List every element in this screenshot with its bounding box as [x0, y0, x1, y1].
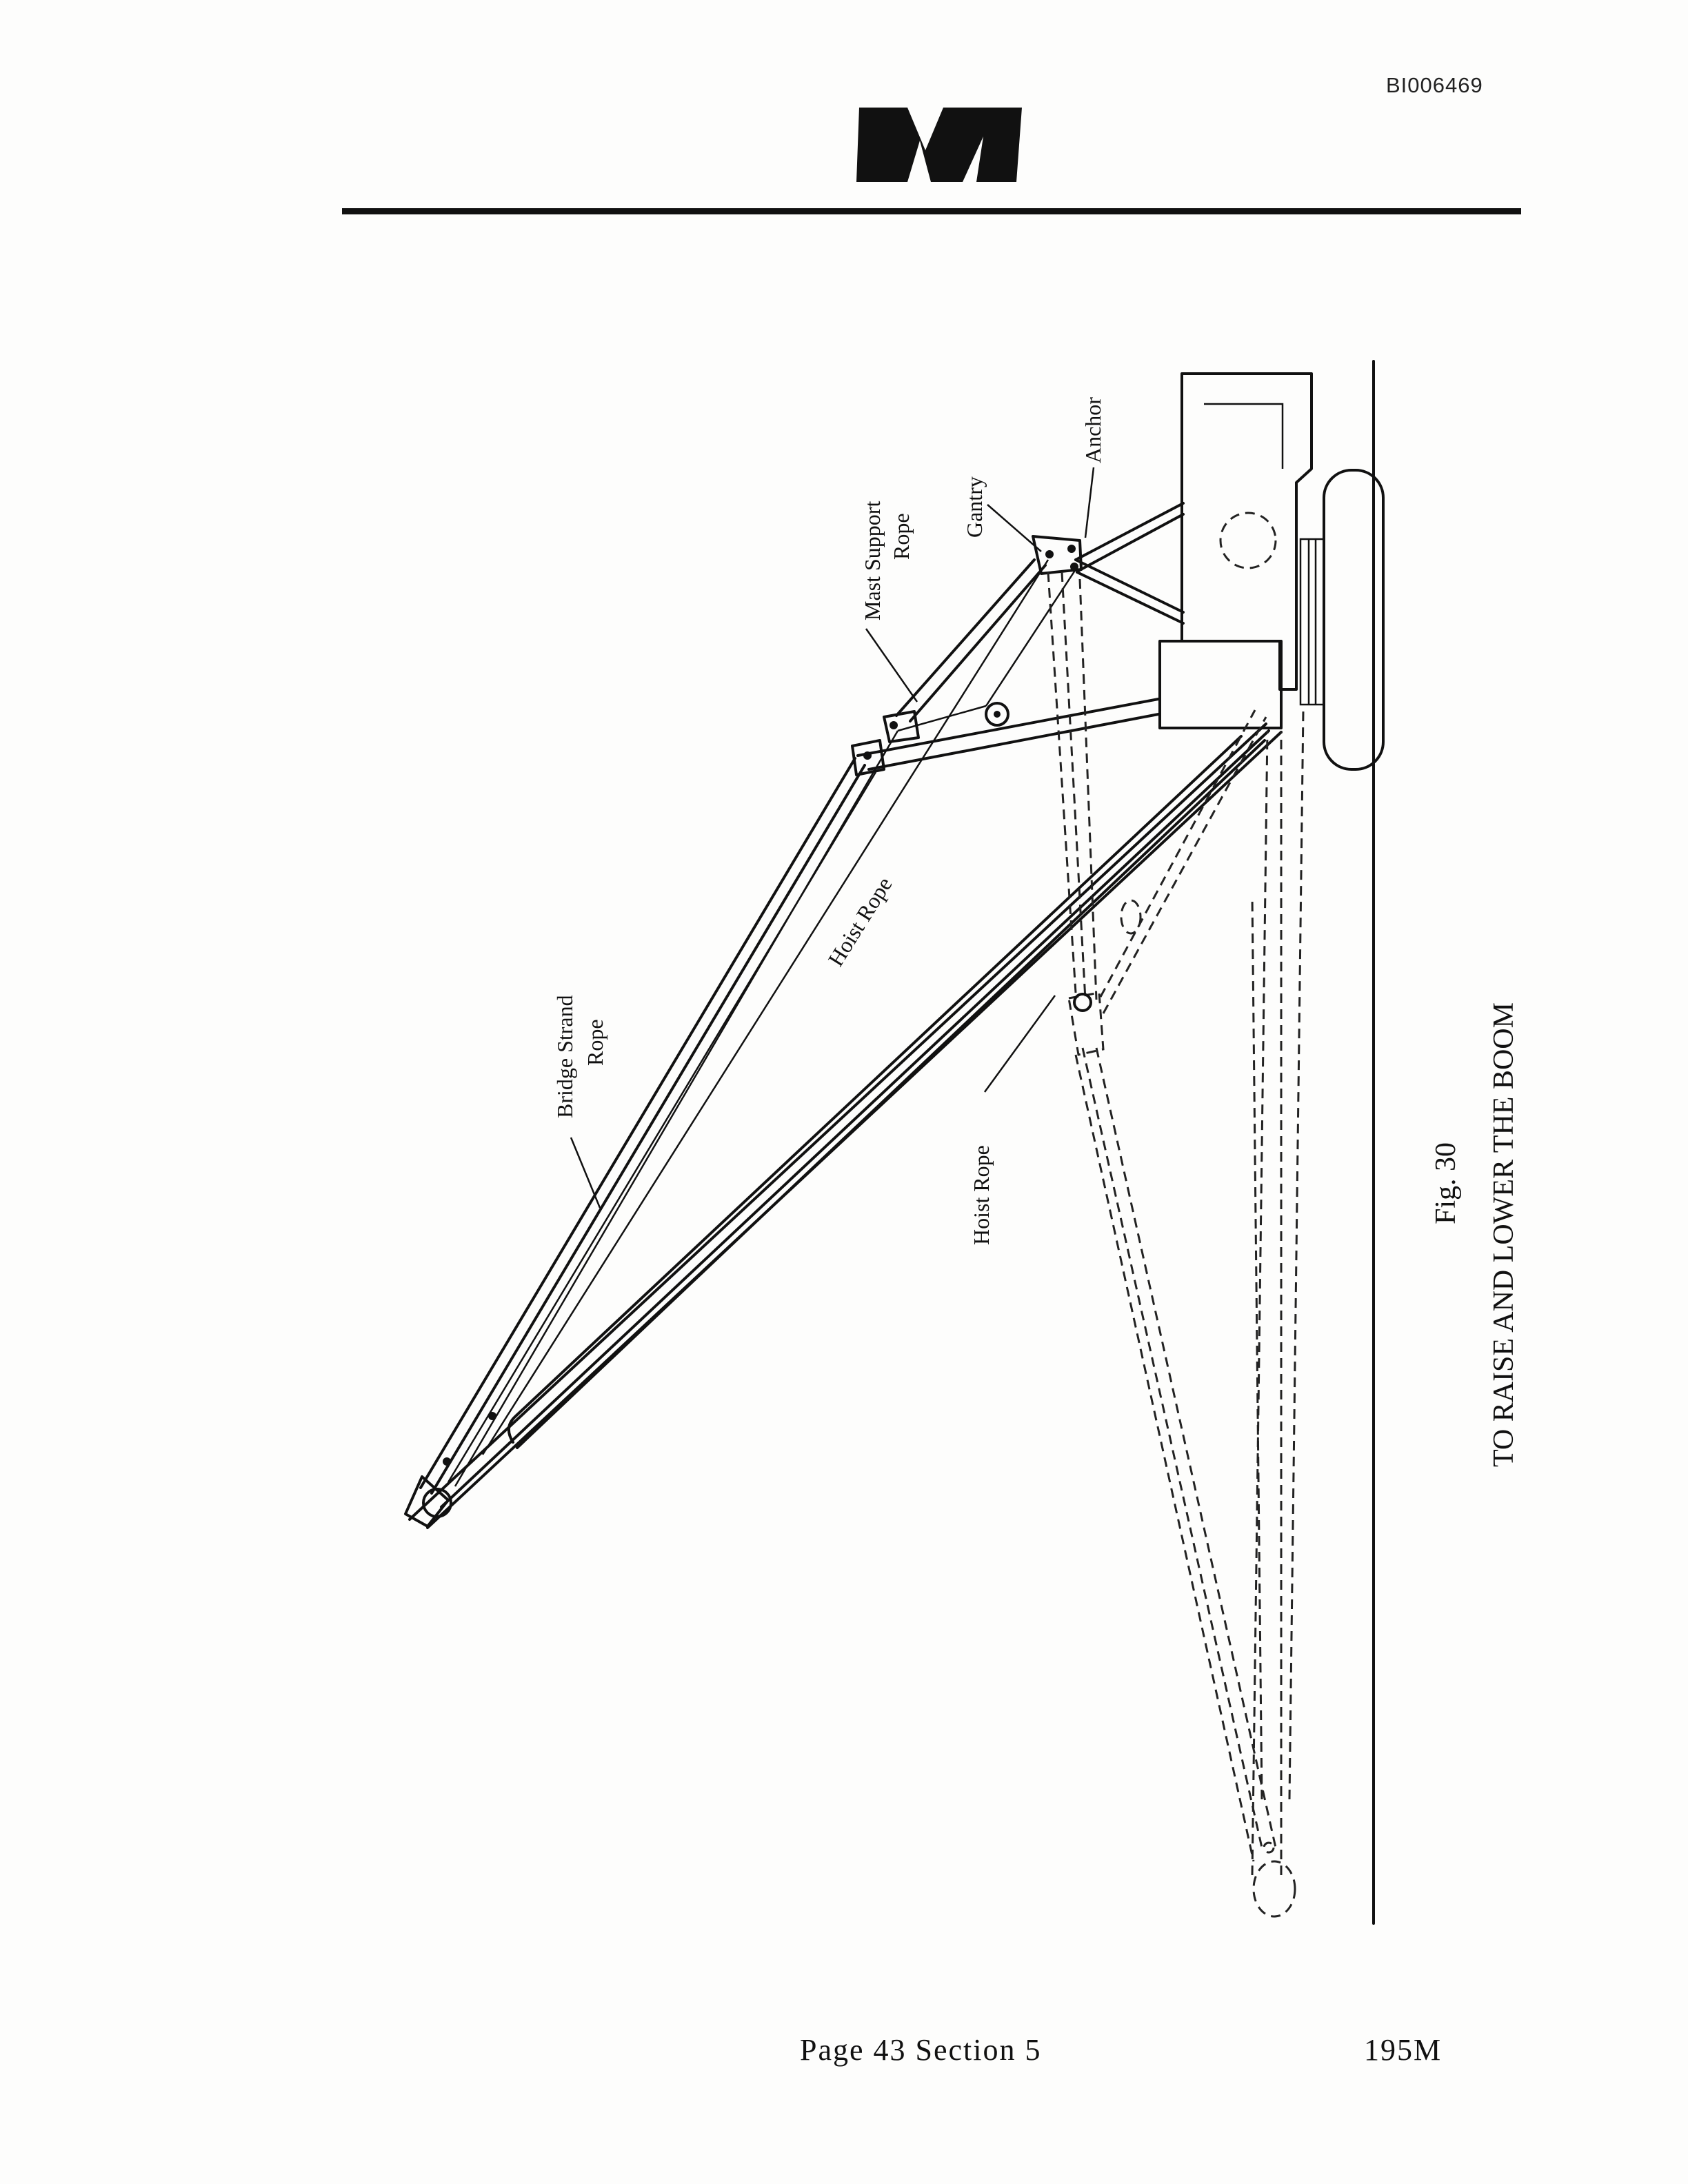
hoist-rope-upper	[481, 559, 1049, 1455]
boom-upper-chord	[408, 722, 1267, 1521]
label-gantry: Gantry	[962, 476, 987, 538]
operator-cab	[1158, 640, 1283, 729]
label-anchor: Anchor	[1081, 397, 1105, 463]
gantry-leg	[1074, 502, 1185, 561]
label-hoist-rope-lower: Hoist Rope	[969, 1145, 994, 1245]
mast-support-rope	[895, 558, 1036, 717]
document-id: BI006469	[1386, 73, 1483, 97]
figure-number: Fig. 30	[1430, 1142, 1462, 1224]
model-number: 195M	[1364, 2033, 1443, 2067]
lowered-boom	[1251, 730, 1269, 1876]
bridge-strand-rope	[419, 757, 856, 1489]
mast	[856, 698, 1160, 757]
label-mast-support-1: Mast Support	[860, 501, 885, 620]
label-bridge-strand-2: Rope	[583, 1019, 607, 1066]
page-section: Page 43 Section 5	[800, 2033, 1042, 2067]
label-bridge-strand-1: Bridge Strand	[552, 995, 577, 1118]
crawler-frame	[1299, 538, 1325, 706]
gantry-head	[1032, 535, 1083, 575]
header-rule	[342, 208, 1521, 214]
label-hoist-rope-upper: Hoist Rope	[823, 873, 896, 971]
label-mast-support-2: Rope	[889, 513, 914, 560]
figure-caption: TO RAISE AND LOWER THE BOOM	[1488, 1002, 1520, 1467]
boom-lower-chord	[440, 729, 1270, 1508]
drum	[1219, 512, 1277, 569]
manufacturer-logo	[856, 108, 1022, 182]
boom-point	[404, 1475, 450, 1528]
